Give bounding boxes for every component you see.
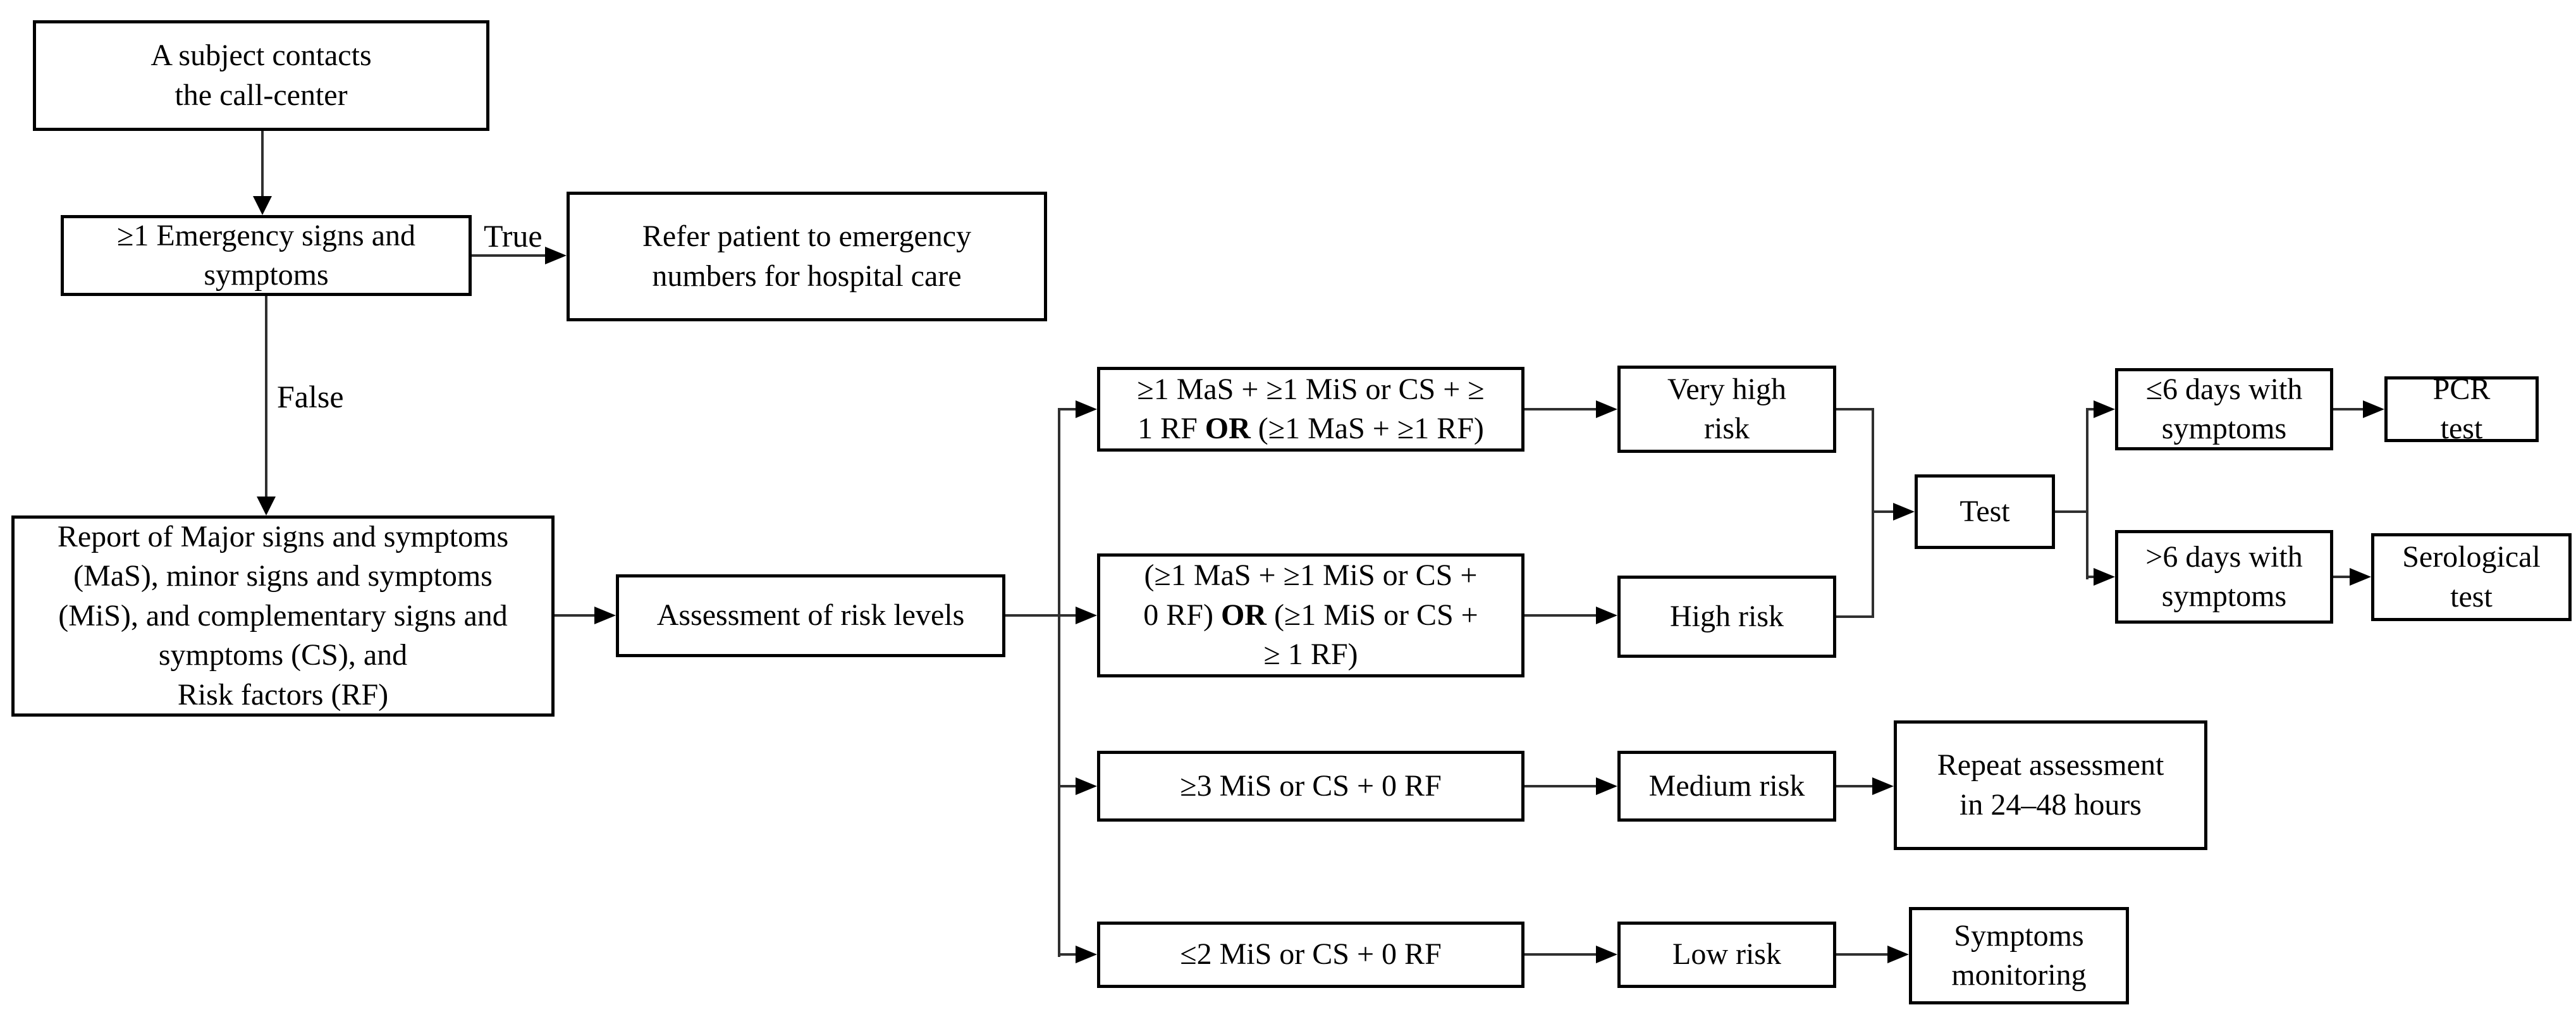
node-assessment: Assessment of risk levels (616, 574, 1005, 657)
edge-medium-to-repeat-arrowhead (1872, 777, 1894, 795)
edge-fork-to-days-le6-arrowhead (2094, 400, 2115, 418)
edge-trunk-to-cond-low-line (1059, 953, 1077, 956)
edge-junction-to-test-line (1873, 510, 1893, 513)
node-test: Test (1915, 474, 2055, 549)
edge-label-false: False (277, 379, 344, 414)
edge-days-gt6-to-serological-arrowhead (2350, 568, 2371, 586)
node-risk-medium-label: Medium risk (1648, 768, 1805, 803)
node-report-signs: Report of Major signs and symptoms(MaS),… (11, 515, 555, 717)
edge-emergency-to-report-arrowhead (257, 497, 276, 515)
edge-fork-to-days-gt6-arrowhead (2094, 568, 2115, 586)
node-cond-very-high-label: ≥1 MaS + ≥1 MiS or CS + ≥1 RF OR (≥1 MaS… (1137, 372, 1485, 445)
node-risk-low-label: Low risk (1672, 937, 1781, 972)
branch-trunk-line (1058, 408, 1060, 957)
edge-label-true: True (484, 218, 543, 254)
edge-trunk-to-cond-very-high-line (1059, 408, 1077, 410)
node-cond-high-label: (≥1 MaS + ≥1 MiS or CS +0 RF) OR (≥1 MiS… (1143, 558, 1478, 672)
node-cond-medium: ≥3 MiS or CS + 0 RF (1097, 751, 1524, 822)
edge-trunk-to-cond-high-line (1060, 614, 1077, 617)
node-risk-high: High risk (1617, 576, 1836, 658)
node-report-signs-label: Report of Major signs and symptoms(MaS),… (57, 520, 509, 712)
test-fork-line (2086, 408, 2088, 579)
edge-medium-to-repeat-line (1836, 785, 1872, 787)
node-test-label: Test (1960, 494, 2010, 528)
edge-cond-low-to-risk-arrowhead (1596, 946, 1617, 963)
edge-trunk-to-cond-medium-arrowhead (1076, 777, 1097, 795)
node-cond-high: (≥1 MaS + ≥1 MiS or CS +0 RF) OR (≥1 MiS… (1097, 553, 1524, 677)
node-cond-low: ≤2 MiS or CS + 0 RF (1097, 922, 1524, 988)
edge-emergency-to-report-line (265, 296, 267, 497)
edge-emergency-to-refer-arrowhead (545, 247, 567, 264)
edge-high-to-junction-line (1836, 615, 1874, 618)
edge-test-to-fork-line (2055, 510, 2088, 513)
edge-days-gt6-to-serological-line (2333, 576, 2350, 578)
edge-cond-very-high-to-risk-line (1524, 408, 1596, 410)
node-risk-high-label: High risk (1670, 599, 1784, 633)
node-risk-low: Low risk (1617, 922, 1836, 988)
edge-subject-to-emergency-arrowhead (253, 196, 272, 215)
edge-fork-to-days-gt6-line (2087, 576, 2094, 578)
node-risk-medium: Medium risk (1617, 751, 1836, 822)
edge-low-to-monitoring-arrowhead (1887, 946, 1909, 963)
edge-low-to-monitoring-line (1836, 953, 1887, 956)
edge-emergency-to-refer-line (472, 254, 545, 257)
test-junction-line (1872, 408, 1874, 618)
edge-cond-very-high-to-risk-arrowhead (1596, 400, 1617, 418)
edge-trunk-to-cond-low-arrowhead (1076, 946, 1097, 963)
edge-trunk-to-cond-very-high-arrowhead (1076, 400, 1097, 418)
edge-cond-high-to-risk-arrowhead (1596, 607, 1617, 624)
node-assessment-label: Assessment of risk levels (656, 598, 965, 632)
edge-report-to-assessment-arrowhead (594, 607, 616, 624)
edge-trunk-to-cond-medium-line (1059, 785, 1077, 787)
edge-fork-to-days-le6-line (2087, 408, 2094, 410)
edge-subject-to-emergency-line (261, 131, 264, 197)
node-cond-medium-label: ≥3 MiS or CS + 0 RF (1180, 768, 1442, 803)
edge-days-le6-to-pcr-line (2333, 408, 2363, 410)
edge-days-le6-to-pcr-arrowhead (2363, 400, 2384, 418)
edge-cond-medium-to-risk-line (1524, 785, 1596, 787)
edge-assessment-to-trunk-line (1005, 614, 1060, 617)
edge-junction-to-test-arrowhead (1893, 503, 1915, 521)
edge-very-high-to-junction-line (1836, 408, 1874, 410)
node-cond-low-label: ≤2 MiS or CS + 0 RF (1180, 937, 1442, 972)
edge-report-to-assessment-line (555, 614, 594, 617)
edge-cond-medium-to-risk-arrowhead (1596, 777, 1617, 795)
edge-cond-low-to-risk-line (1524, 953, 1596, 956)
edge-cond-high-to-risk-line (1524, 614, 1596, 617)
node-cond-very-high: ≥1 MaS + ≥1 MiS or CS + ≥1 RF OR (≥1 MaS… (1097, 367, 1524, 452)
edge-trunk-to-cond-high-arrowhead (1076, 607, 1097, 624)
